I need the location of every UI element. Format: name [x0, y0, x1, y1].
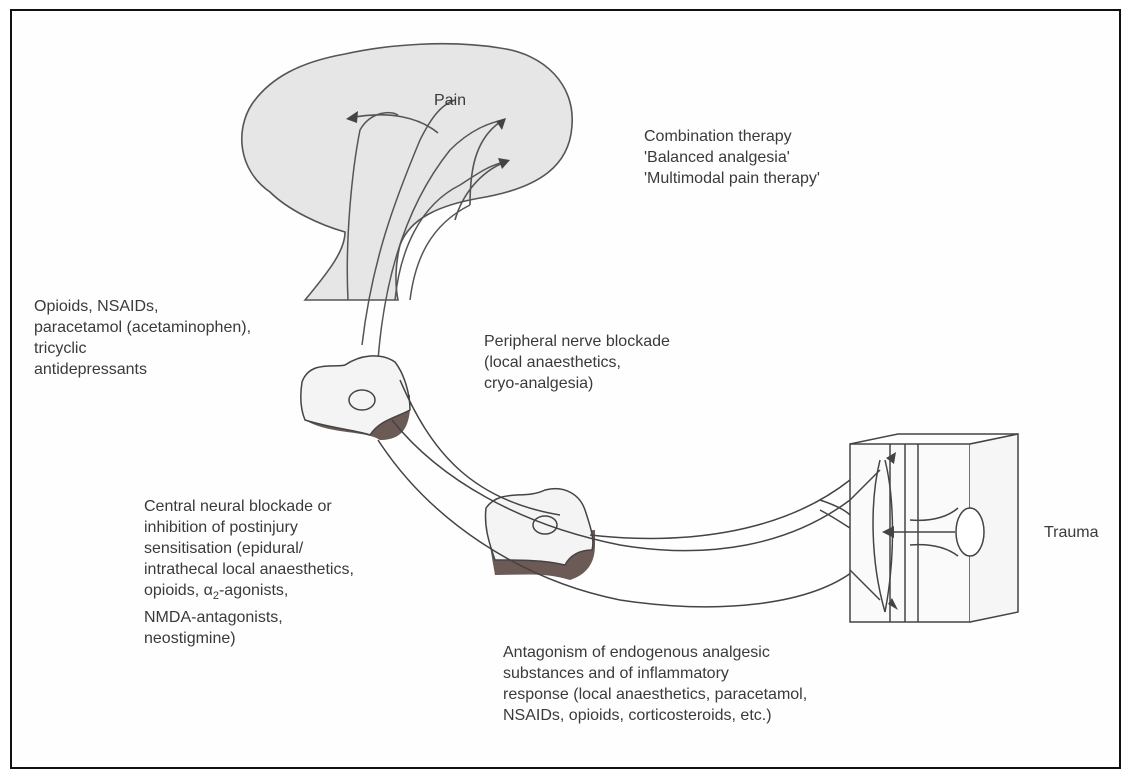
- label-pain: Pain: [434, 90, 466, 111]
- trauma-site: [956, 508, 984, 556]
- label-antagonism: Antagonism of endogenous analgesic subst…: [503, 642, 807, 726]
- label-combination-therapy: Combination therapy 'Balanced analgesia'…: [644, 126, 820, 189]
- tissue-block: [820, 434, 1018, 622]
- spinal-cord-upper: [301, 356, 410, 440]
- alpha-symbol: α: [204, 582, 213, 599]
- pathway-1: [392, 420, 850, 551]
- label-systemic-drugs: Opioids, NSAIDs, paracetamol (acetaminop…: [34, 296, 251, 380]
- pathway-4: [590, 480, 850, 538]
- label-peripheral-blockade: Peripheral nerve blockade (local anaesth…: [484, 331, 670, 394]
- peripheral-pathways: [378, 380, 855, 607]
- pathway-2: [378, 440, 855, 607]
- tissue-front: [850, 444, 970, 622]
- spinal-cord-lower-outline: [485, 489, 592, 565]
- label-central-blockade: Central neural blockade or inhibition of…: [144, 496, 354, 649]
- label-trauma: Trauma: [1044, 522, 1099, 543]
